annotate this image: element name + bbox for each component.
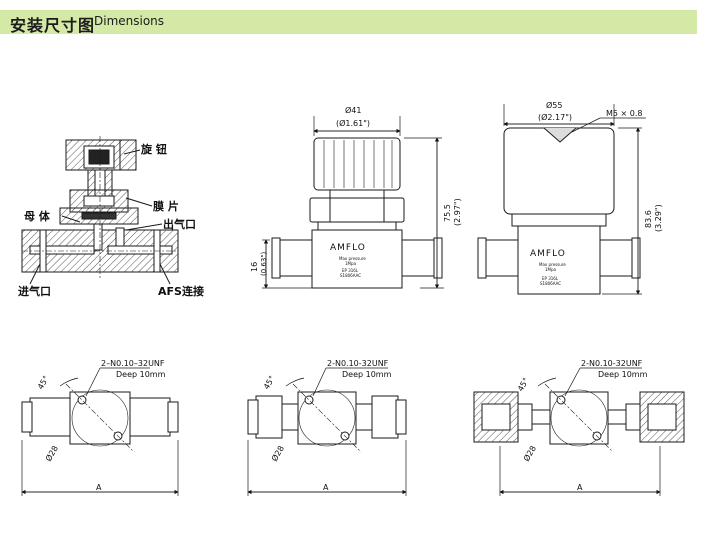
brand-1: AMFLO: [330, 243, 366, 253]
brand-2: AMFLO: [530, 249, 566, 259]
bottom2-dim: A: [323, 483, 329, 492]
section-title-en: Dimensions: [94, 14, 165, 28]
label-outlet: 出气口: [163, 217, 196, 231]
bottom3-deep: Deep 10mm: [598, 370, 648, 379]
bottom3-thread: 2-N0.10-32UNF: [581, 359, 643, 368]
front2-height-in: (3.29"): [654, 204, 663, 232]
model-2: EP 316L: [542, 276, 559, 281]
front2-width-in: (Ø2.17"): [538, 112, 572, 122]
dims-bottom-1: [21, 367, 179, 496]
bottom3-dia: Ø28: [521, 444, 538, 463]
front1-base-mm: 16: [250, 262, 259, 272]
bottom-view-1: [21, 383, 179, 453]
bottom2-dia: Ø28: [269, 444, 286, 463]
serial-2: S1806AAC: [540, 281, 561, 286]
front1-width-in: (Ø1.61"): [336, 118, 370, 128]
section-title-zh: 安装尺寸图: [10, 16, 96, 35]
bottom1-thread: 2–N0.10–32UNF: [101, 359, 165, 368]
serial-1: S1806AAC: [340, 273, 361, 278]
pressure-2: Max pressure: [539, 262, 566, 267]
front-view-1: [271, 137, 443, 289]
bottom1-angle: 45°: [36, 374, 51, 391]
bottom1-deep: Deep 10mm: [116, 370, 166, 379]
bottom1-dia: Ø28: [43, 444, 60, 463]
label-inlet: 进气口: [18, 284, 51, 298]
front1-base-in: (0.63"): [260, 251, 268, 276]
model-1: EP 316L: [342, 268, 359, 273]
label-body: 母 体: [24, 209, 51, 223]
front1-width-mm: Ø41: [345, 105, 361, 115]
bottom3-angle: 45°: [516, 376, 531, 393]
front1-height-mm: 75.5: [443, 204, 452, 222]
front-view-2: [477, 127, 641, 295]
section-view: [21, 136, 179, 285]
front2-height-mm: 83.6: [644, 210, 653, 228]
bottom2-deep: Deep 10mm: [342, 370, 392, 379]
bottom-view-3: [473, 383, 685, 453]
bottom2-angle: 45°: [262, 374, 277, 391]
bottom2-thread: 2-N0.10-32UNF: [327, 359, 389, 368]
dims-bottom-2: [247, 367, 407, 496]
section-header: 安装尺寸图 Dimensions: [0, 10, 697, 35]
front2-width-mm: Ø55: [546, 100, 562, 110]
pressure-value-2: 1Mpa: [545, 267, 557, 272]
bottom-view-2: [247, 383, 407, 453]
label-diaphragm: 膜 片: [153, 199, 179, 213]
pressure-1: Max pressure: [339, 256, 366, 261]
label-handle: 旋 钮: [140, 142, 167, 156]
dims-front-2: [503, 104, 646, 295]
pressure-value-1: 1Mpa: [345, 261, 357, 266]
front1-height-in: (2.97"): [453, 198, 462, 226]
dims-bottom-3: [499, 367, 661, 496]
dims-front-1: [262, 116, 444, 289]
front2-thread: M5 × 0.8: [606, 109, 643, 118]
label-fitting: AFS连接: [158, 284, 204, 298]
bottom1-dim: A: [96, 483, 102, 492]
bottom3-dim: A: [577, 483, 583, 492]
